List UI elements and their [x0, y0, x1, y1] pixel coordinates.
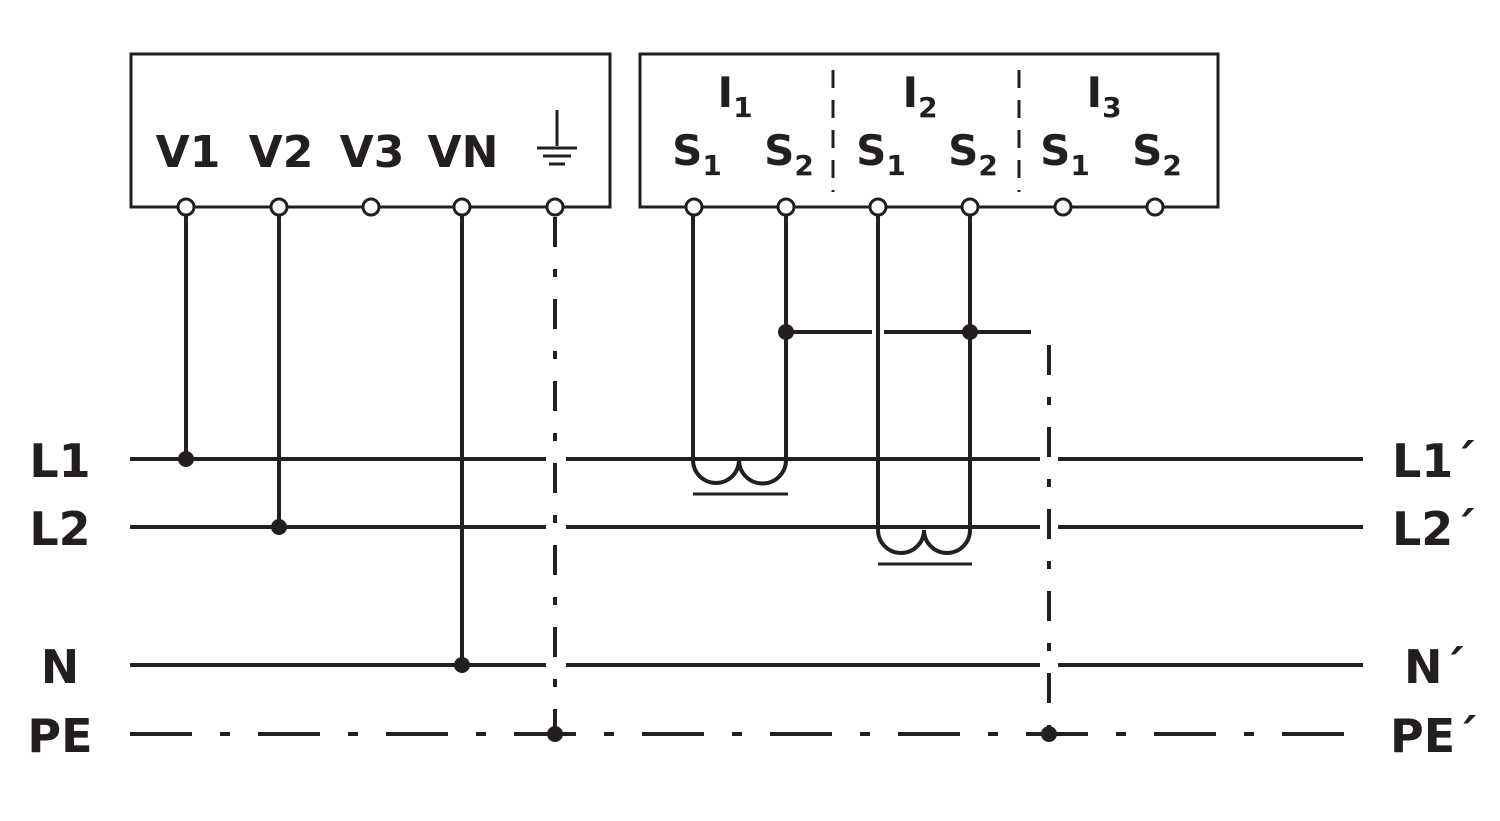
channel-label-i2: I2: [902, 68, 937, 124]
line-label-l1: L1: [29, 434, 90, 488]
channel-name: I: [1086, 68, 1102, 117]
terminal-letter: S: [672, 126, 702, 175]
line-label-pe-out: PE´: [1390, 709, 1478, 763]
line-label-pe: PE: [27, 709, 92, 763]
current-terminal-block: I1 S1 S2 I2 S1 S2 I3 S1 S2: [638, 52, 1220, 209]
terminal-letter: S: [856, 126, 886, 175]
channel-name: I: [902, 68, 918, 117]
terminal-subscript: 2: [794, 149, 813, 182]
terminal-letter: S: [1132, 126, 1162, 175]
terminal-label-v2: V2: [249, 127, 314, 178]
channel-index: 1: [733, 91, 752, 124]
terminal-label-i1-s1: S1: [672, 126, 722, 182]
earth-ground-icon: [537, 110, 577, 166]
channel-index: 3: [1102, 91, 1121, 124]
terminal-subscript: 2: [1162, 149, 1181, 182]
terminal-letter: S: [1040, 126, 1070, 175]
voltage-terminal-block: V1 V2 V3 VN: [129, 52, 612, 209]
ct-common-wire: [778, 324, 1031, 340]
current-transformer-ct2: [876, 213, 972, 566]
terminal-letter: S: [948, 126, 978, 175]
terminal-subscript: 1: [702, 149, 721, 182]
channel-label-i1: I1: [717, 68, 752, 124]
line-label-n: N: [41, 640, 80, 694]
junction-dots: [178, 451, 1057, 742]
terminal-points: [176, 197, 1165, 217]
channel-name: I: [717, 68, 733, 117]
line-label-l1-out: L1´: [1392, 434, 1476, 488]
voltage-taps: [184, 213, 557, 734]
terminal-label-vn: VN: [428, 127, 499, 178]
terminal-letter: S: [764, 126, 794, 175]
channel-label-i3: I3: [1086, 68, 1121, 124]
terminal-label-i2-s2: S2: [948, 126, 998, 182]
terminal-subscript: 1: [886, 149, 905, 182]
line-labels-right: L1´ L2´ N´ PE´: [1390, 434, 1478, 763]
terminal-label-v3: V3: [340, 127, 405, 178]
terminal-label-i2-s1: S1: [856, 126, 906, 182]
line-label-l2: L2: [29, 502, 90, 556]
current-transformer-ct1: [691, 213, 788, 496]
terminal-label-v1: V1: [156, 127, 221, 178]
terminal-subscript: 1: [1070, 149, 1089, 182]
terminal-subscript: 2: [978, 149, 997, 182]
channel-index: 2: [918, 91, 937, 124]
line-label-l2-out: L2´: [1392, 502, 1476, 556]
line-label-n-out: N´: [1404, 640, 1466, 694]
line-labels-left: L1 L2 N PE: [27, 434, 92, 763]
terminal-label-i1-s2: S2: [764, 126, 814, 182]
terminal-label-i3-s1: S1: [1040, 126, 1090, 182]
terminal-label-i3-s2: S2: [1132, 126, 1182, 182]
